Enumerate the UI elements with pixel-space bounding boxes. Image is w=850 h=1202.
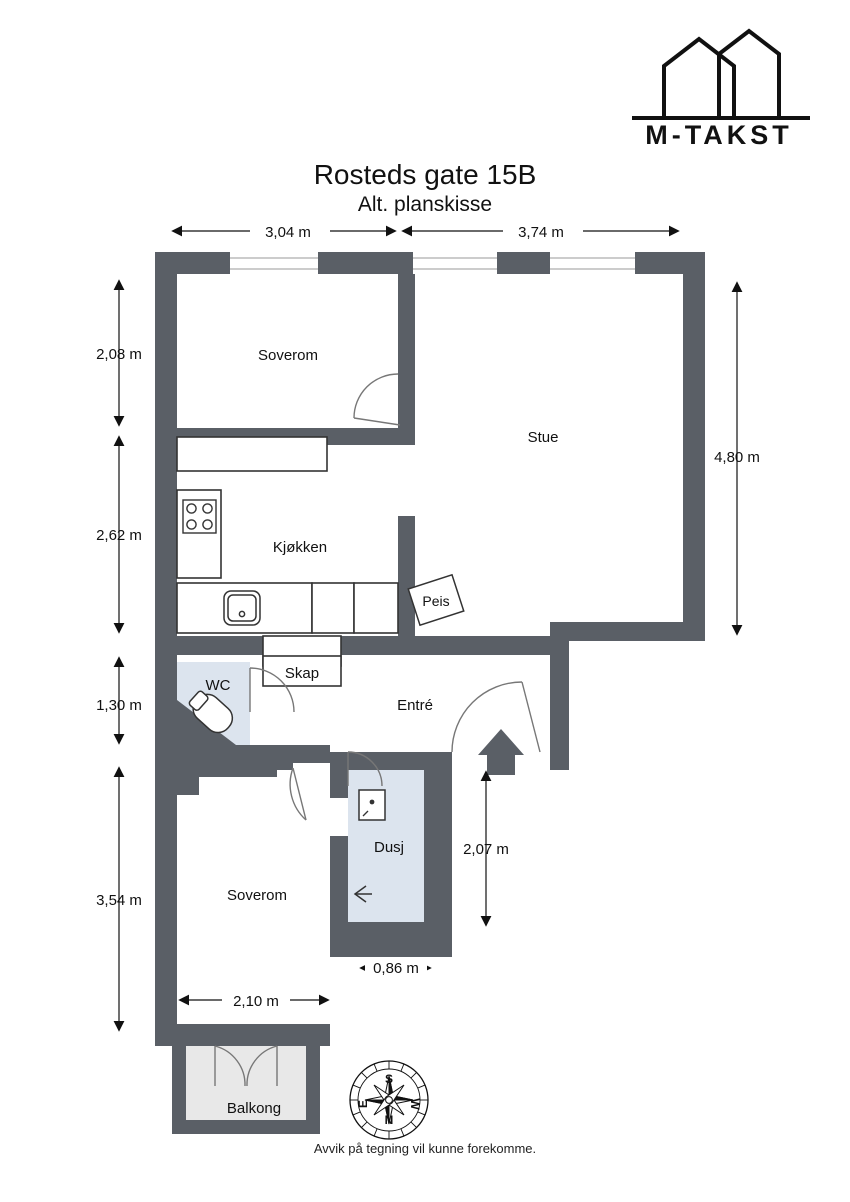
room-label-skap: Skap xyxy=(285,665,319,682)
toilet-fixture-icon xyxy=(188,690,234,734)
room-label-soverom-top: Soverom xyxy=(258,347,318,364)
dim-left-4: 3,54 m xyxy=(96,892,142,909)
entrance-arrow-icon xyxy=(478,729,524,775)
washbasin-fixture-icon xyxy=(358,789,386,821)
compass-label-north: N xyxy=(385,1113,394,1127)
room-label-balkong: Balkong xyxy=(227,1100,281,1117)
room-label-dusj: Dusj xyxy=(374,839,404,856)
room-label-soverom-bottom: Soverom xyxy=(227,887,287,904)
window-group xyxy=(230,257,635,270)
kitchen-sink-icon xyxy=(223,590,261,626)
compass-rose-icon: S N E W xyxy=(349,1060,429,1140)
compass-label-west: W xyxy=(408,1098,422,1110)
skap-box xyxy=(262,655,342,687)
dim-left-1: 2,08 m xyxy=(96,346,142,363)
room-label-entre: Entré xyxy=(397,697,433,714)
dusj-wall-gap xyxy=(330,798,348,836)
dim-top-right: 3,74 m xyxy=(518,224,564,241)
dimension-labels: 3,04 m 3,74 m 2,08 m 2,62 m 1,30 m 3,54 … xyxy=(96,220,760,1011)
dim-left-2: 2,62 m xyxy=(96,527,142,544)
wall-group xyxy=(155,252,705,1134)
balcony-doors xyxy=(214,1045,278,1087)
compass-label-east: E xyxy=(356,1100,370,1108)
stove-4-burner-icon xyxy=(182,499,217,534)
footer-disclaimer: Avvik på tegning vil kunne forekomme. xyxy=(313,1141,537,1156)
compass-label-south: S xyxy=(385,1072,393,1086)
two-houses-icon xyxy=(632,28,810,120)
page-title: Rosteds gate 15B xyxy=(313,159,537,190)
dim-dusj-width: 0,86 m xyxy=(373,960,419,977)
peis-symbol xyxy=(407,573,465,627)
room-label-wc: WC xyxy=(206,677,231,694)
dim-dusj-height: 2,07 m xyxy=(463,841,509,858)
dim-left-3: 1,30 m xyxy=(96,697,142,714)
dim-soverom-width: 2,10 m xyxy=(233,993,279,1010)
shower-corner-icon xyxy=(353,885,372,903)
balkong-floor-fill xyxy=(186,1046,306,1120)
room-label-kjokken: Kjøkken xyxy=(273,539,327,556)
dim-top-left: 3,04 m xyxy=(265,224,311,241)
dim-right-1: 4,80 m xyxy=(714,449,760,466)
room-label-peis: Peis xyxy=(422,593,449,609)
wc-fixtures xyxy=(177,690,236,745)
dusj-fixtures xyxy=(330,789,386,903)
page-subtitle: Alt. planskisse xyxy=(357,193,493,216)
brand-name: M-TAKST xyxy=(645,120,793,150)
room-label-stue: Stue xyxy=(528,429,559,446)
page-title-block: Rosteds gate 15B Alt. planskisse xyxy=(0,158,850,218)
brand-logo: M-TAKST xyxy=(614,26,824,156)
kitchen-fixtures xyxy=(176,436,399,687)
door-swing-group xyxy=(249,373,541,821)
